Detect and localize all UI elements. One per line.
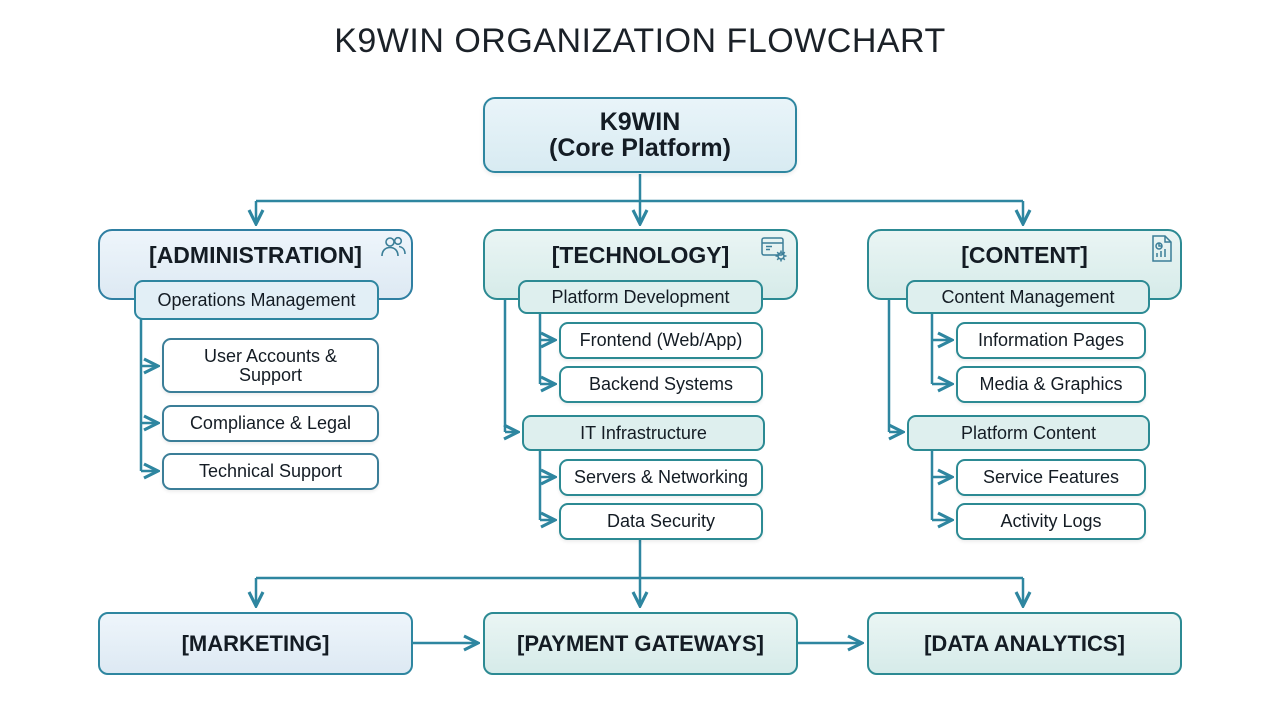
root-node: K9WIN (Core Platform) (483, 97, 797, 173)
tech-group-it-infrastructure: IT Infrastructure (522, 415, 765, 451)
node-marketing: [MARKETING] (98, 612, 413, 675)
department-administration-label: [ADMINISTRATION] (149, 242, 362, 268)
code-settings-icon (761, 237, 787, 262)
admin-item-compliance: Compliance & Legal (162, 405, 379, 442)
document-chart-icon (1152, 235, 1172, 262)
users-icon (381, 236, 406, 257)
content-item-activity-logs: Activity Logs (956, 503, 1146, 540)
diagram-title: K9WIN ORGANIZATION FLOWCHART (334, 22, 946, 60)
content-item-information-pages: Information Pages (956, 322, 1146, 359)
tech-item-servers: Servers & Networking (559, 459, 763, 496)
admin-item-technical-support: Technical Support (162, 453, 379, 490)
admin-item-user-accounts: User Accounts & Support (162, 338, 379, 393)
root-line-1: K9WIN (599, 107, 681, 136)
tech-item-backend: Backend Systems (559, 366, 763, 403)
tech-item-data-security: Data Security (559, 503, 763, 540)
root-line-2: (Core Platform) (549, 134, 731, 162)
admin-group-operations: Operations Management (134, 280, 379, 320)
content-group-content-management: Content Management (906, 280, 1150, 314)
content-item-service-features: Service Features (956, 459, 1146, 496)
tech-item-frontend: Frontend (Web/App) (559, 322, 763, 359)
tech-group-platform-development: Platform Development (518, 280, 763, 314)
content-item-media-graphics: Media & Graphics (956, 366, 1146, 403)
department-content-label: [CONTENT] (961, 242, 1088, 268)
node-data-analytics: [DATA ANALYTICS] (867, 612, 1182, 675)
node-payment-gateways: [PAYMENT GATEWAYS] (483, 612, 798, 675)
content-group-platform-content: Platform Content (907, 415, 1150, 451)
department-technology-label: [TECHNOLOGY] (551, 242, 730, 268)
